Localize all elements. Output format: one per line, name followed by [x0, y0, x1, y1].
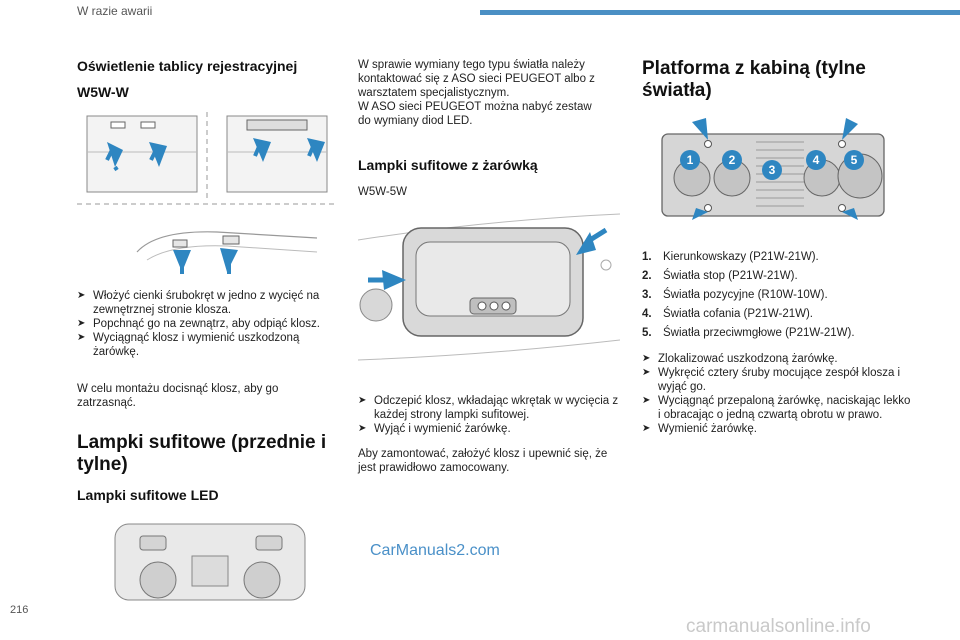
list-item: ➤Wyciągnąć klosz i wymienić uszkodzoną ż…	[77, 332, 300, 358]
license-plate-illustration	[77, 112, 335, 274]
list-item: ➤Popchnąć go na zewnątrz, aby odpiąć klo…	[77, 318, 320, 330]
list-item: 4.Światła cofania (P21W-21W).	[642, 308, 813, 320]
led-replacement-intro: W sprawie wymiany tego typu światła nale…	[358, 58, 628, 128]
list-item: 2.Światła stop (P21W-21W).	[642, 270, 798, 282]
intro-line: do wymiany diod LED.	[358, 115, 473, 127]
callout-2: 2	[729, 153, 736, 167]
rear-light-steps: ➤Zlokalizować uszkodzoną żarówkę. ➤Wykrę…	[642, 352, 912, 436]
led-lamp-illustration	[114, 523, 306, 601]
site-watermark: CarManuals2.com	[370, 542, 500, 559]
callout-5: 5	[851, 153, 858, 167]
bulb-lamps-steps: ➤Odczepić klosz, wkładając wkrętak w wyc…	[358, 394, 628, 436]
list-item: ➤Zlokalizować uszkodzoną żarówkę.	[642, 353, 838, 365]
callout-4: 4	[813, 153, 820, 167]
intro-line: W sprawie wymiany tego typu światła nale…	[358, 59, 585, 71]
led-lamps-title: Lampki sufitowe LED	[77, 487, 219, 503]
list-item: 1.Kierunkowskazy (P21W-21W).	[642, 251, 819, 263]
license-plate-mount-text: W celu montażu docisnąć klosz, aby go za…	[77, 383, 279, 409]
intro-line: warsztatem specjalistycznym.	[358, 87, 510, 99]
list-item: ➤Wyciągnąć przepaloną żarówkę, naciskają…	[642, 395, 911, 421]
bulb-lamps-bulb: W5W-5W	[358, 186, 407, 198]
intro-line: kontaktować się z ASO sieci PEUGEOT albo…	[358, 73, 595, 85]
rear-light-illustration: 1 2 3 4 5	[661, 118, 885, 220]
page-number: 216	[10, 604, 29, 616]
list-item: ➤Wyjąć i wymienić żarówkę.	[358, 423, 511, 435]
license-plate-title: Oświetlenie tablicy rejestracyjnej	[77, 58, 298, 74]
platform-cab-title: Platforma z kabiną (tylne światła)	[642, 58, 866, 101]
footer-watermark: carmanualsonline.info	[686, 616, 871, 637]
ceiling-lamps-title: Lampki sufitowe (przednie i tylne)	[77, 432, 327, 475]
header-section: W razie awarii	[77, 4, 153, 18]
bulb-lamps-title: Lampki sufitowe z żarówką	[358, 157, 538, 173]
rear-bulb-list: 1.Kierunkowskazy (P21W-21W). 2.Światła s…	[642, 250, 912, 345]
license-plate-bulb: W5W-W	[77, 84, 129, 100]
list-item: ➤Wymienić żarówkę.	[642, 423, 757, 435]
list-item: 3.Światła pozycyjne (R10W-10W).	[642, 289, 828, 301]
bulb-lamps-mount-text: Aby zamontować, założyć klosz i upewnić …	[358, 448, 608, 474]
bulb-lamp-illustration	[358, 213, 620, 361]
list-item: 5.Światła przeciwmgłowe (P21W-21W).	[642, 327, 855, 339]
intro-line: W ASO sieci PEUGEOT można nabyć zestaw	[358, 101, 592, 113]
list-item: ➤Włożyć cienki śrubokręt w jedno z wycię…	[77, 290, 320, 316]
list-item: ➤Wykręcić cztery śruby mocujące zespół k…	[642, 367, 901, 393]
callout-3: 3	[769, 163, 776, 177]
license-plate-steps: ➤Włożyć cienki śrubokręt w jedno z wycię…	[77, 289, 335, 359]
callout-1: 1	[687, 153, 694, 167]
header-accent-bar	[480, 10, 960, 15]
list-item: ➤Odczepić klosz, wkładając wkrętak w wyc…	[358, 395, 619, 421]
